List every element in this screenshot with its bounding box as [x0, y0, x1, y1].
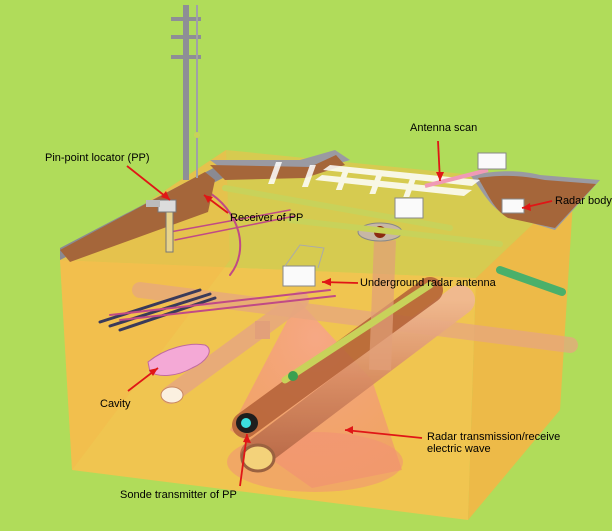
- cavity-shape: [147, 343, 210, 376]
- label-radar-wave: Radar transmission/receive electric wave: [427, 431, 560, 455]
- label-underground-antenna: Underground radar antenna: [360, 277, 496, 289]
- sonde-transmitter-core: [241, 418, 251, 428]
- gas-pipe: [222, 185, 566, 384]
- cable-bundle: [98, 189, 336, 332]
- antenna-scan-track: [424, 168, 489, 188]
- label-pp-locator: Pin-point locator (PP): [45, 152, 150, 164]
- utility-pole-icon: [171, 5, 201, 180]
- pipe-vertical-riser: [369, 239, 396, 371]
- pipe-front-large: [240, 285, 475, 470]
- label-antenna-scan: Antenna scan: [410, 122, 478, 134]
- label-cavity: Cavity: [100, 398, 131, 410]
- pipe-left-diagonal: [161, 291, 309, 404]
- label-radar-wave-line-2: electric wave: [427, 443, 491, 455]
- radar-cart-icon: [282, 152, 525, 287]
- pipe-left-end: [160, 386, 184, 404]
- soil-back-left: [60, 150, 230, 470]
- soil-right-face: [468, 185, 574, 520]
- pipe-front-end: [240, 443, 276, 473]
- pipe-mid-dark: [232, 277, 443, 438]
- arrowheads: [149, 172, 531, 443]
- road-right: [470, 171, 600, 230]
- label-receiver-pp: Receiver of PP: [230, 212, 304, 224]
- label-radar-wave-line-1: Radar transmission/receive: [427, 431, 561, 443]
- pp-locator-device: [146, 199, 177, 253]
- label-radar-body: Radar body: [555, 195, 612, 207]
- label-sonde: Sonde transmitter of PP: [120, 489, 237, 501]
